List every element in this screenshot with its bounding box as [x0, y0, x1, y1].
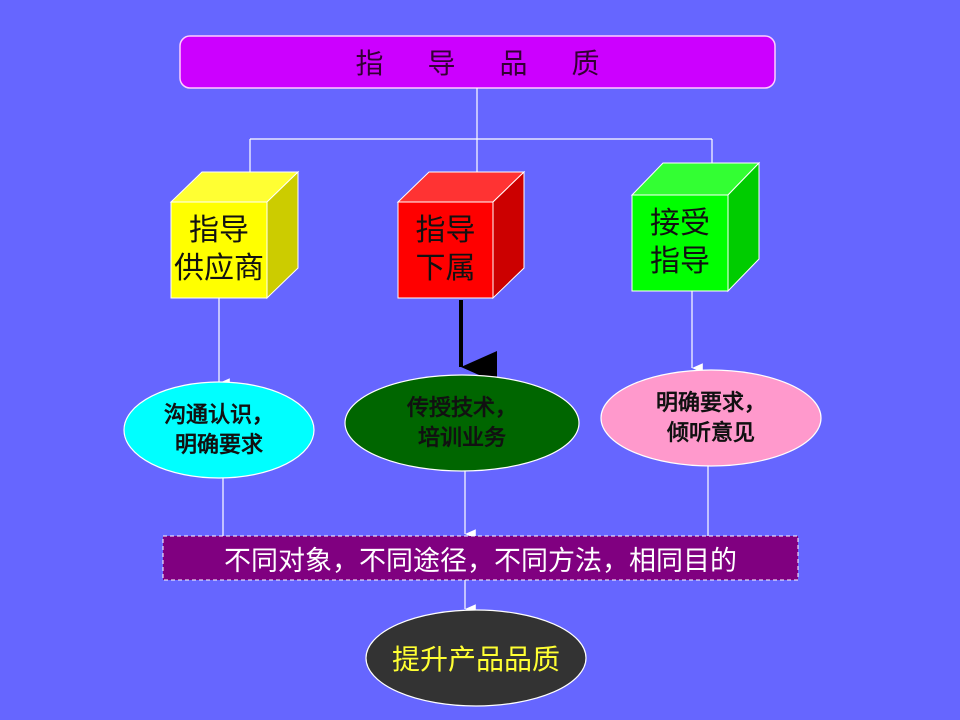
ellipse-communicate — [123, 381, 315, 479]
page-title: 指导品质 — [355, 47, 644, 80]
banner-box — [162, 535, 799, 581]
ellipse-teach-label: 传授技术， 培训业务 — [406, 395, 517, 451]
ellipse-listen — [600, 369, 822, 467]
cube-accept — [630, 161, 761, 293]
goal-label: 提升产品品质 — [391, 643, 560, 676]
cube-subordinate-label: 指导 下属 — [415, 213, 476, 286]
cube-supplier-label: 指导 供应商 — [174, 213, 264, 286]
ellipse-listen-label: 明确要求， 倾听意见 — [655, 390, 766, 446]
cube-subordinate — [396, 170, 526, 300]
ellipse-teach — [344, 374, 580, 472]
ellipse-communicate-label: 沟通认识， 明确要求 — [163, 402, 274, 458]
banner-text: 不同对象，不同途径，不同方法，相同目的 — [224, 545, 737, 577]
cube-accept-label: 接受 指导 — [650, 206, 710, 279]
connector-lines — [249, 88, 713, 172]
goal-ellipse — [365, 609, 587, 707]
cube-supplier — [169, 170, 300, 300]
converge-lines — [222, 466, 709, 536]
